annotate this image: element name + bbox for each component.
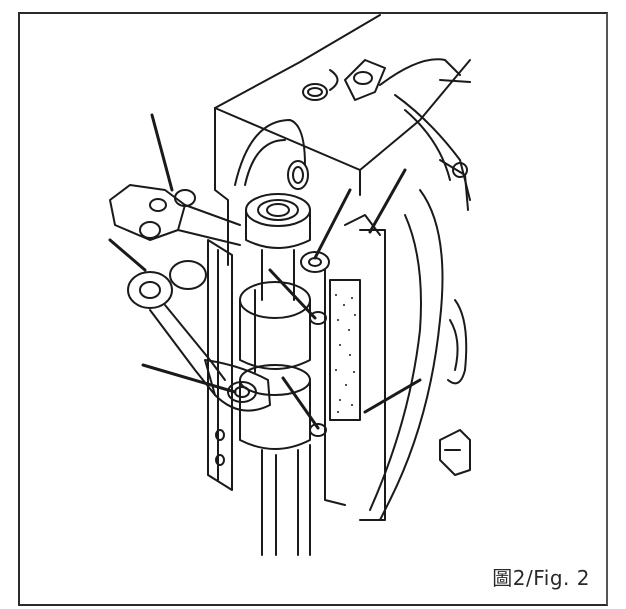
right-housing	[369, 159, 471, 521]
figure-frame	[18, 12, 608, 606]
oiling-points	[174, 189, 330, 437]
machine-casting	[214, 14, 471, 266]
leader-line-icon	[281, 376, 320, 430]
oil-reservoir	[324, 214, 386, 521]
leader-line-icon	[150, 113, 174, 192]
figure-caption: 圖2/Fig. 2	[492, 566, 590, 590]
leader-line-icon	[268, 268, 317, 320]
leader-line-icon	[108, 238, 147, 272]
shaft-assembly	[239, 193, 311, 556]
leader-line-icon	[313, 188, 352, 260]
upper-bracket	[344, 58, 471, 201]
leader-line-icon	[141, 363, 237, 394]
pointer-arrows	[108, 113, 422, 430]
left-frame	[207, 239, 233, 491]
leader-line-icon	[363, 378, 422, 414]
leader-line-icon	[368, 168, 407, 234]
